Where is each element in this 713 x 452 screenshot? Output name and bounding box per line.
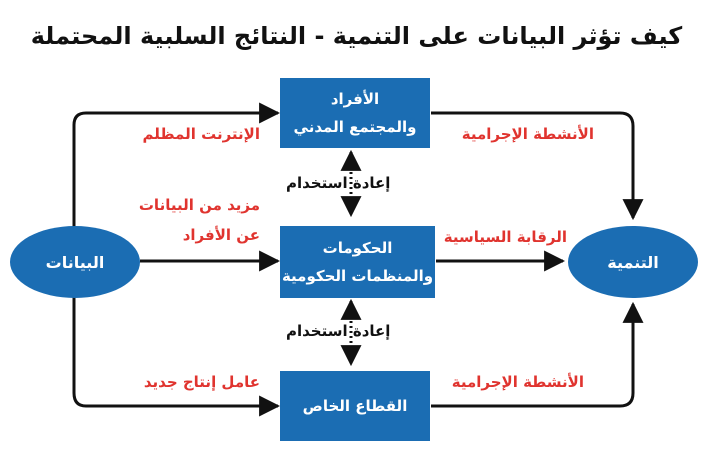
arrow-private-sector-to-development <box>431 301 644 408</box>
arrow-individuals-to-development <box>431 111 644 221</box>
edge-label-more-data-line1: مزيد من البيانات <box>138 196 260 214</box>
node-governments-line1: الحكومات <box>322 238 393 257</box>
edge-label-dark-web: الإنترنت المظلم <box>142 125 260 143</box>
edge-label-criminal-activity-bottom: الأنشطة الإجرامية <box>451 373 584 391</box>
node-private-sector: القطاع الخاص <box>280 371 430 441</box>
node-data-label: البيانات <box>45 252 105 272</box>
reuse-label-bottom: إعادة استخدام <box>286 322 391 340</box>
arrow-data-to-private-sector <box>72 291 281 417</box>
node-governments-line2: والمنظمات الحكومية <box>281 267 434 285</box>
node-private-sector-label: القطاع الخاص <box>302 396 408 415</box>
node-development: التنمية <box>568 226 698 298</box>
page-title: كيف تؤثر البيانات على التنمية - النتائج … <box>30 22 683 50</box>
node-individuals-line2: والمجتمع المدني <box>293 118 417 136</box>
node-data: البيانات <box>10 226 140 298</box>
edge-label-more-data-line2: عن الأفراد <box>182 226 260 244</box>
node-development-label: التنمية <box>607 252 659 272</box>
edge-label-new-production-factor: عامل إنتاج جديد <box>143 373 260 391</box>
reuse-label-top: إعادة استخدام <box>286 174 391 192</box>
arrow-data-to-individuals <box>72 102 281 232</box>
node-individuals: الأفراد والمجتمع المدني <box>280 78 430 148</box>
node-individuals-line1: الأفراد <box>330 89 380 108</box>
edge-label-political-censorship: الرقابة السياسية <box>443 228 567 246</box>
node-governments: الحكومات والمنظمات الحكومية <box>280 226 435 298</box>
edge-label-criminal-activity-top: الأنشطة الإجرامية <box>461 125 594 143</box>
